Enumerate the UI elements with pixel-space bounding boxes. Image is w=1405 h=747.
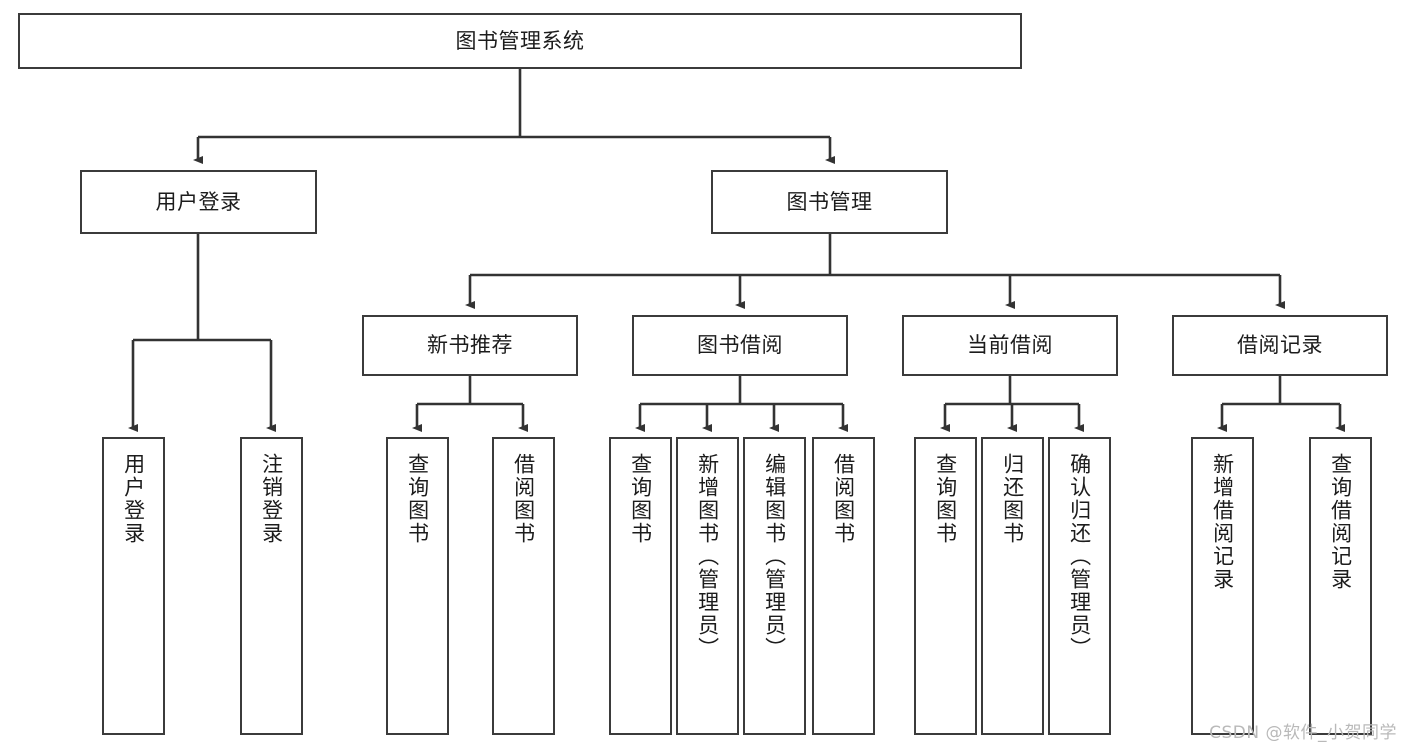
node-label: 新增借阅记录 bbox=[1210, 453, 1235, 591]
node-leaf-query-borrow-record[interactable]: 查询借阅记录 bbox=[1309, 437, 1372, 735]
node-label: 借阅记录 bbox=[1237, 333, 1323, 358]
node-label: 查询图书 bbox=[933, 453, 958, 545]
node-label: 用户登录 bbox=[121, 453, 146, 545]
node-label: 用户登录 bbox=[155, 189, 242, 214]
node-new-book-recommend[interactable]: 新书推荐 bbox=[362, 315, 578, 376]
node-leaf-query-book-recommend[interactable]: 查询图书 bbox=[386, 437, 449, 735]
node-leaf-return-book[interactable]: 归还图书 bbox=[981, 437, 1044, 735]
watermark-text: CSDN @软件_小贺同学 bbox=[1209, 723, 1397, 743]
node-user-login[interactable]: 用户登录 bbox=[80, 170, 317, 234]
node-label: 图书管理 bbox=[786, 189, 873, 214]
node-label: 归还图书 bbox=[1000, 453, 1025, 545]
node-borrow-record[interactable]: 借阅记录 bbox=[1172, 315, 1388, 376]
node-label: 新增图书（管理员） bbox=[695, 453, 720, 660]
node-leaf-edit-book-admin[interactable]: 编辑图书（管理员） bbox=[743, 437, 806, 735]
node-leaf-query-book[interactable]: 查询图书 bbox=[609, 437, 672, 735]
node-leaf-add-book-admin[interactable]: 新增图书（管理员） bbox=[676, 437, 739, 735]
node-label: 查询图书 bbox=[405, 453, 430, 545]
node-book-borrow[interactable]: 图书借阅 bbox=[632, 315, 848, 376]
node-leaf-borrow-book-recommend[interactable]: 借阅图书 bbox=[492, 437, 555, 735]
node-leaf-query-book-current[interactable]: 查询图书 bbox=[914, 437, 977, 735]
node-root-book-management-system[interactable]: 图书管理系统 bbox=[18, 13, 1022, 69]
node-label: 确认归还（管理员） bbox=[1067, 453, 1092, 660]
node-label: 新书推荐 bbox=[427, 333, 513, 358]
node-label: 图书管理系统 bbox=[455, 28, 585, 53]
node-book-management[interactable]: 图书管理 bbox=[711, 170, 948, 234]
node-leaf-borrow-book[interactable]: 借阅图书 bbox=[812, 437, 875, 735]
node-label: 编辑图书（管理员） bbox=[762, 453, 787, 660]
node-label: 查询图书 bbox=[628, 453, 653, 545]
node-leaf-logout[interactable]: 注销登录 bbox=[240, 437, 303, 735]
node-label: 图书借阅 bbox=[697, 333, 783, 358]
node-label: 借阅图书 bbox=[831, 453, 856, 545]
node-current-borrow[interactable]: 当前借阅 bbox=[902, 315, 1118, 376]
node-leaf-user-login[interactable]: 用户登录 bbox=[102, 437, 165, 735]
node-label: 借阅图书 bbox=[511, 453, 536, 545]
node-leaf-add-borrow-record[interactable]: 新增借阅记录 bbox=[1191, 437, 1254, 735]
node-leaf-confirm-return-admin[interactable]: 确认归还（管理员） bbox=[1048, 437, 1111, 735]
node-label: 注销登录 bbox=[259, 453, 284, 545]
node-label: 查询借阅记录 bbox=[1328, 453, 1353, 591]
node-label: 当前借阅 bbox=[967, 333, 1053, 358]
